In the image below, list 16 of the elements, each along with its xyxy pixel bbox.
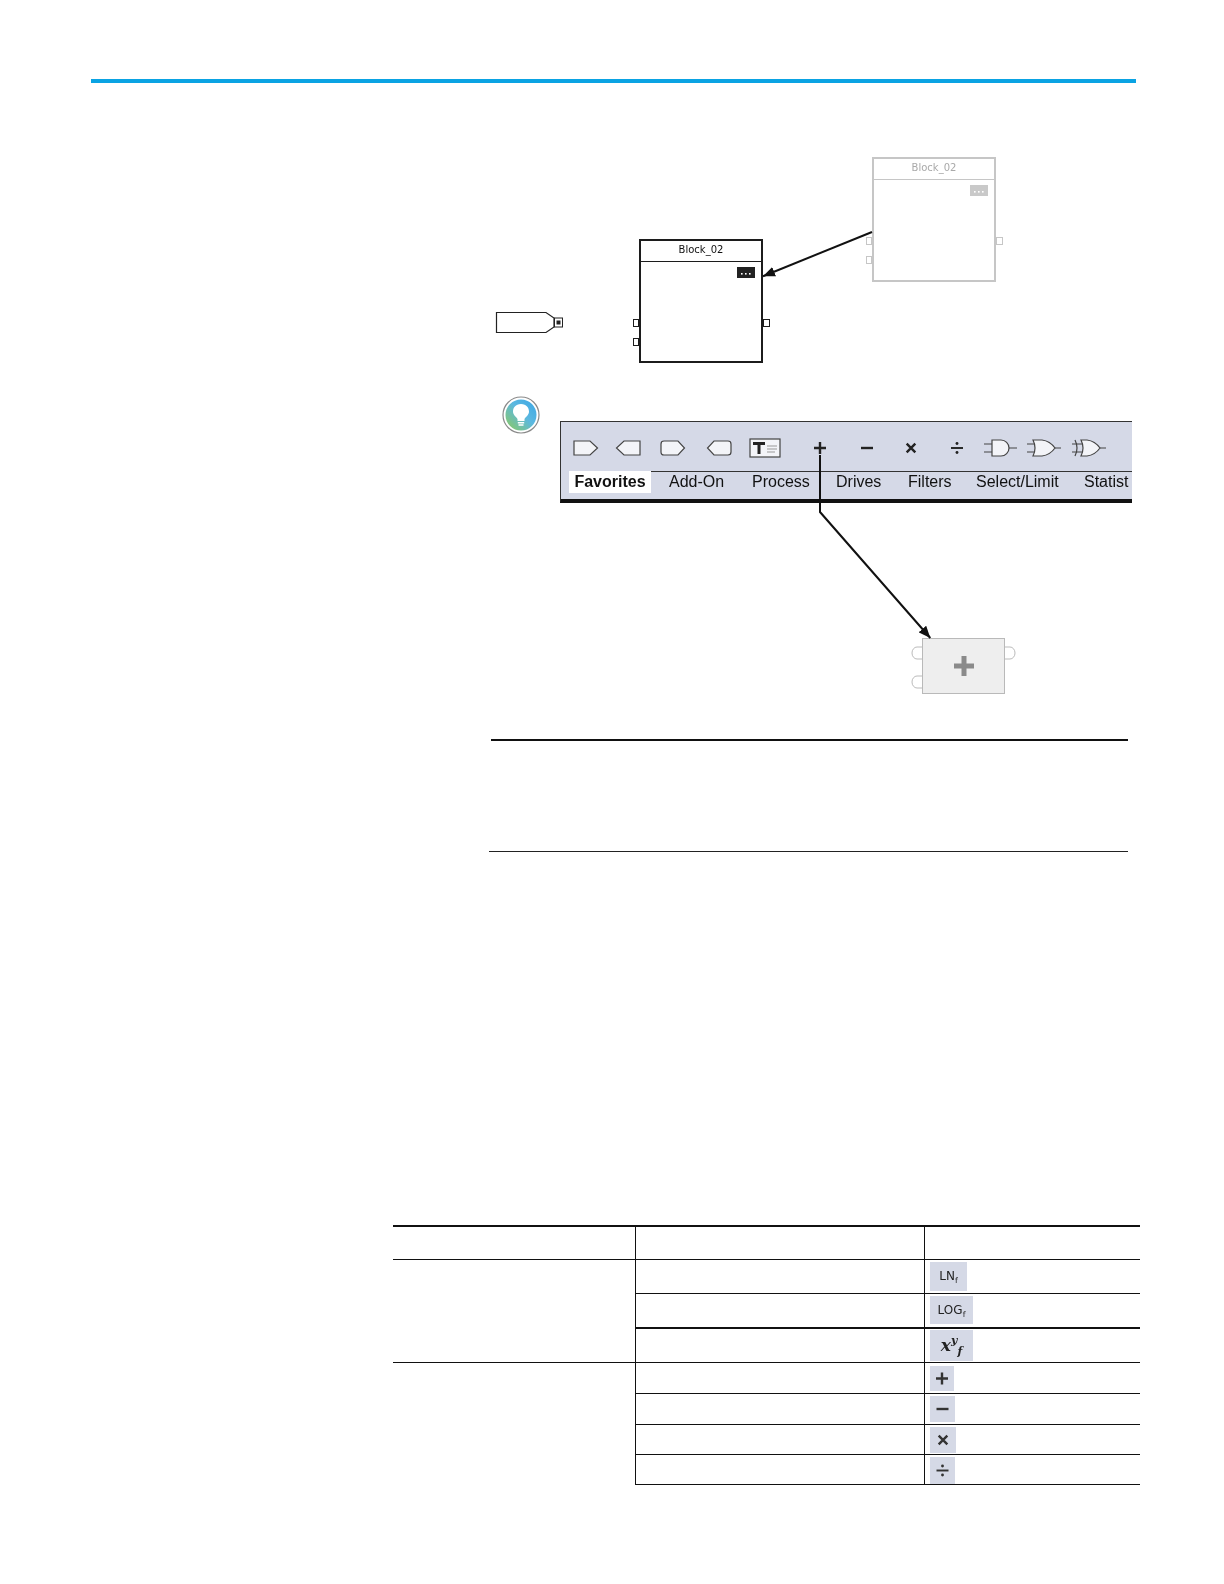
tab-label: Statist (1084, 472, 1129, 492)
arrow (762, 231, 873, 278)
input-reference-tag (496, 312, 564, 333)
tab-label: Add-On (669, 472, 725, 492)
block-name: Block_02 (677, 242, 725, 258)
tab-label: Drives (836, 472, 882, 492)
function-button: LOG$_{f}$ (930, 1296, 973, 1324)
tab-label: Process (752, 472, 810, 492)
block-name: Block_02 (910, 161, 958, 176)
tab-label: Filters (908, 472, 952, 492)
tab-label: Select/Limit (976, 472, 1059, 492)
arrow (819, 454, 932, 639)
toolbar (560, 421, 1132, 503)
selected-tab: Favorites (569, 471, 651, 493)
function-button: LN$_{f}$ (930, 1262, 967, 1291)
plus-icon (813, 441, 827, 455)
